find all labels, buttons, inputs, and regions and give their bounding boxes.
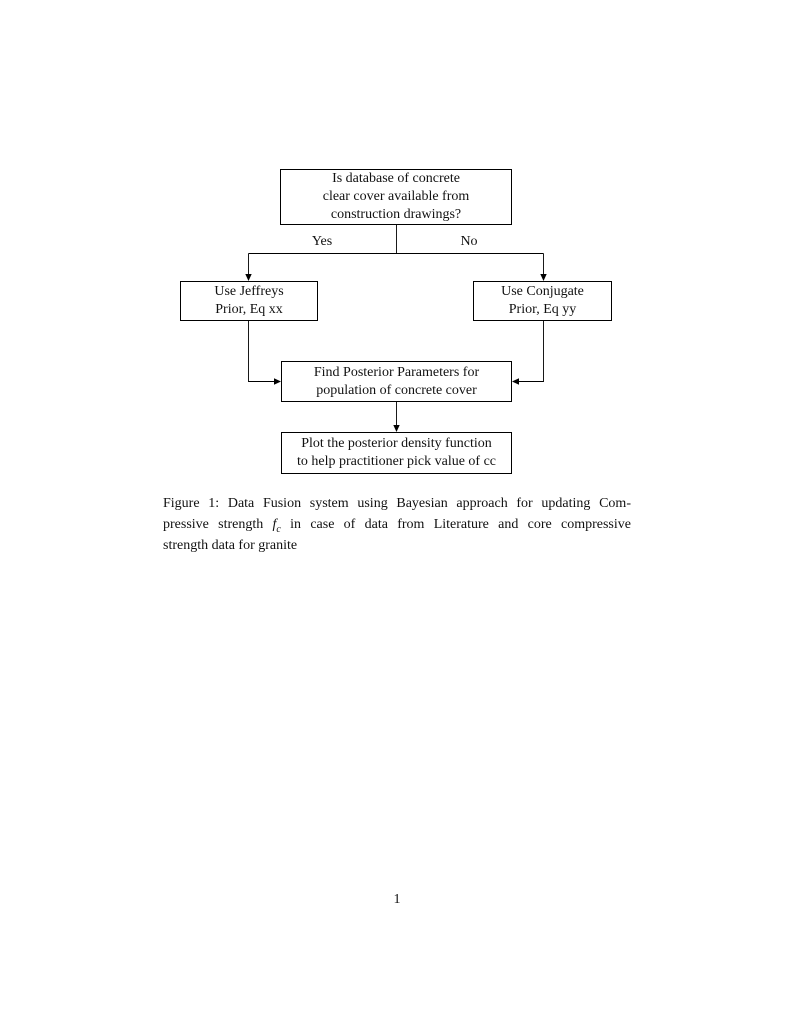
caption-line-2: pressive strength fc in case of data fro…	[163, 514, 631, 535]
page-number: 1	[393, 892, 401, 907]
node-conjugate-prior: Use Conjugate Prior, Eq yy	[473, 281, 612, 321]
node-jeffreys-line-1: Use Jeffreys	[214, 284, 284, 299]
node-conjugate-line-1: Use Conjugate	[501, 284, 584, 299]
arrowhead-into-plot	[393, 425, 400, 432]
node-posterior-line-2: population of concrete cover	[316, 382, 477, 398]
edge-label-yes: Yes	[311, 234, 333, 249]
arrowhead-into-posterior-left	[274, 378, 281, 385]
edge-conjugate-to-posterior	[519, 321, 544, 382]
arrowhead-into-jeffreys	[245, 274, 252, 281]
math-fc-base: f	[272, 517, 277, 532]
node-conjugate-line-2: Prior, Eq yy	[508, 302, 577, 317]
figure-caption: Figure 1: Data Fusion system using Bayes…	[163, 493, 631, 556]
node-question-line-2: clear cover available from	[322, 189, 470, 204]
node-plot-density: Plot the posterior density function to h…	[281, 432, 512, 474]
arrowhead-into-conjugate	[540, 274, 547, 281]
math-fc-subscript: c	[276, 523, 281, 535]
node-question-line-1: Is database of concrete	[332, 171, 460, 186]
node-posterior-line-1: Find Posterior Parameters for	[313, 364, 480, 380]
node-find-posterior: Find Posterior Parameters for population…	[281, 361, 512, 402]
node-question: Is database of concrete clear cover avai…	[280, 169, 512, 225]
edge-jeffreys-to-posterior	[248, 321, 274, 382]
caption-line-2-text-cont: in case of data from Literature and core…	[280, 517, 631, 532]
arrowhead-into-posterior-right	[512, 378, 519, 385]
node-plot-line-2: to help practitioner pick value of cc	[296, 454, 497, 469]
caption-line-2-text: pressive strength	[163, 517, 273, 532]
node-plot-line-1: Plot the posterior density function	[301, 436, 492, 451]
caption-line-1: Figure 1: Data Fusion system using Bayes…	[163, 496, 631, 511]
node-question-line-3: construction drawings?	[330, 207, 462, 222]
caption-line-3: strength data for granite	[163, 538, 298, 553]
node-jeffreys-prior: Use Jeffreys Prior, Eq xx	[180, 281, 318, 321]
edge-label-no: No	[460, 234, 478, 249]
node-jeffreys-line-2: Prior, Eq xx	[215, 302, 283, 317]
